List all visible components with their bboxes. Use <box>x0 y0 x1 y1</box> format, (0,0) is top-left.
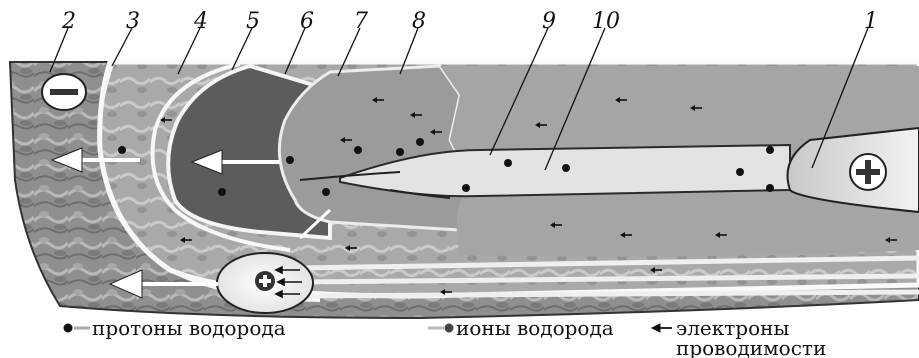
proton-dot <box>396 148 404 156</box>
proton-dot <box>736 168 744 176</box>
negative-electrode-sign <box>42 74 86 110</box>
legend-electron-key <box>652 324 672 332</box>
callout-10: 10 <box>592 9 620 34</box>
legend-ion-key <box>428 324 454 333</box>
callout-5: 5 <box>246 9 260 34</box>
legend-proton-key <box>64 324 91 333</box>
proton-dot <box>286 156 294 164</box>
proton-dot <box>766 146 774 154</box>
callout-2: 2 <box>61 9 76 34</box>
proton-dot <box>504 159 512 167</box>
positive-electrode-sign <box>850 154 886 190</box>
proton-dot <box>562 164 570 172</box>
proton-dot <box>462 184 470 192</box>
callout-9: 9 <box>542 9 556 34</box>
callout-8: 8 <box>412 9 426 34</box>
callout-4: 4 <box>193 9 208 34</box>
proton-dot <box>118 146 126 154</box>
callout-7: 7 <box>354 9 368 34</box>
proton-dot <box>218 188 226 196</box>
legend-ions-label: ионы водорода <box>456 316 614 340</box>
legend: протоны водорода ионы водорода электроны… <box>64 316 827 358</box>
layer-8-region <box>279 66 470 230</box>
proton-dot <box>354 146 362 154</box>
callout-6: 6 <box>300 9 314 34</box>
legend-protons-label: протоны водорода <box>92 316 286 340</box>
callout-3: 3 <box>126 9 140 34</box>
callout-1: 1 <box>864 9 878 34</box>
proton-dot <box>416 138 424 146</box>
legend-electrons-label-line2: проводимости <box>676 336 826 358</box>
proton-dot <box>766 184 774 192</box>
proton-dot <box>322 188 330 196</box>
